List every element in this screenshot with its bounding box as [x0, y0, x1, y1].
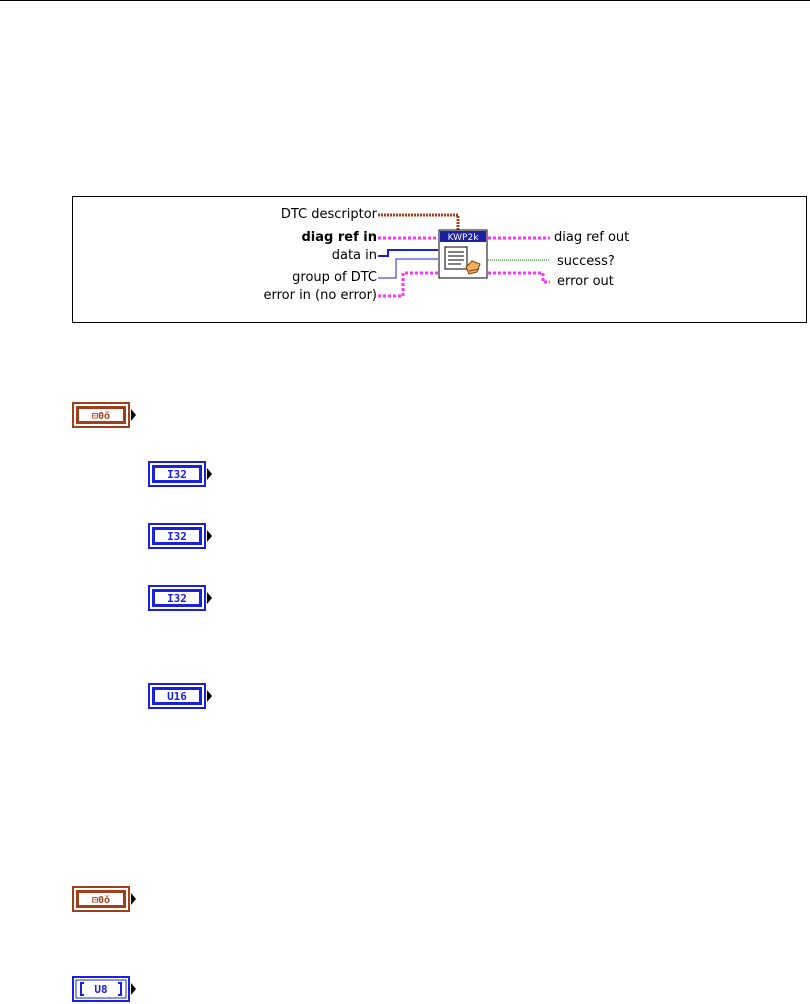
i32-terminal-icon-3: I32 [148, 585, 214, 611]
output-label-success: success? [557, 254, 615, 269]
i32-type-label: I32 [167, 468, 187, 481]
input-label-diag-ref-in: diag ref in [301, 230, 378, 245]
input-label-dtc-descriptor: DTC descriptor [280, 207, 377, 222]
connector-pane: KWP2k DTC descriptor diag ref in data in… [72, 196, 807, 323]
cluster-terminal-icon: ⊟0ŏ [72, 886, 138, 912]
i32-type-label: I32 [167, 530, 187, 543]
u8-array-terminal-icon: U8 [72, 976, 138, 1002]
input-label-error-in: error in (no error) [263, 288, 377, 303]
u16-type-label: U16 [167, 690, 187, 703]
input-label-data-in: data in [331, 248, 377, 263]
kwp2k-vi-icon: KWP2k [438, 229, 488, 279]
dtc-descriptor-cluster-terminal-icon: ⊟0ŏ [72, 402, 138, 428]
u8-type-label: U8 [94, 983, 107, 996]
vi-icon-label: KWP2k [448, 233, 480, 243]
output-label-diag-ref-out: diag ref out [554, 230, 630, 245]
input-label-group-of-dtc: group of DTC [292, 270, 377, 285]
page-top-rule [0, 0, 810, 1]
i32-terminal-icon-1: I32 [148, 461, 214, 487]
i32-terminal-icon-2: I32 [148, 523, 214, 549]
connector-wires: KWP2k [378, 213, 550, 298]
svg-text:⊟0ŏ: ⊟0ŏ [92, 894, 110, 906]
svg-text:⊟0ŏ: ⊟0ŏ [92, 410, 110, 422]
i32-type-label: I32 [167, 592, 187, 605]
u16-terminal-icon: U16 [148, 683, 214, 709]
output-label-error-out: error out [557, 274, 614, 289]
